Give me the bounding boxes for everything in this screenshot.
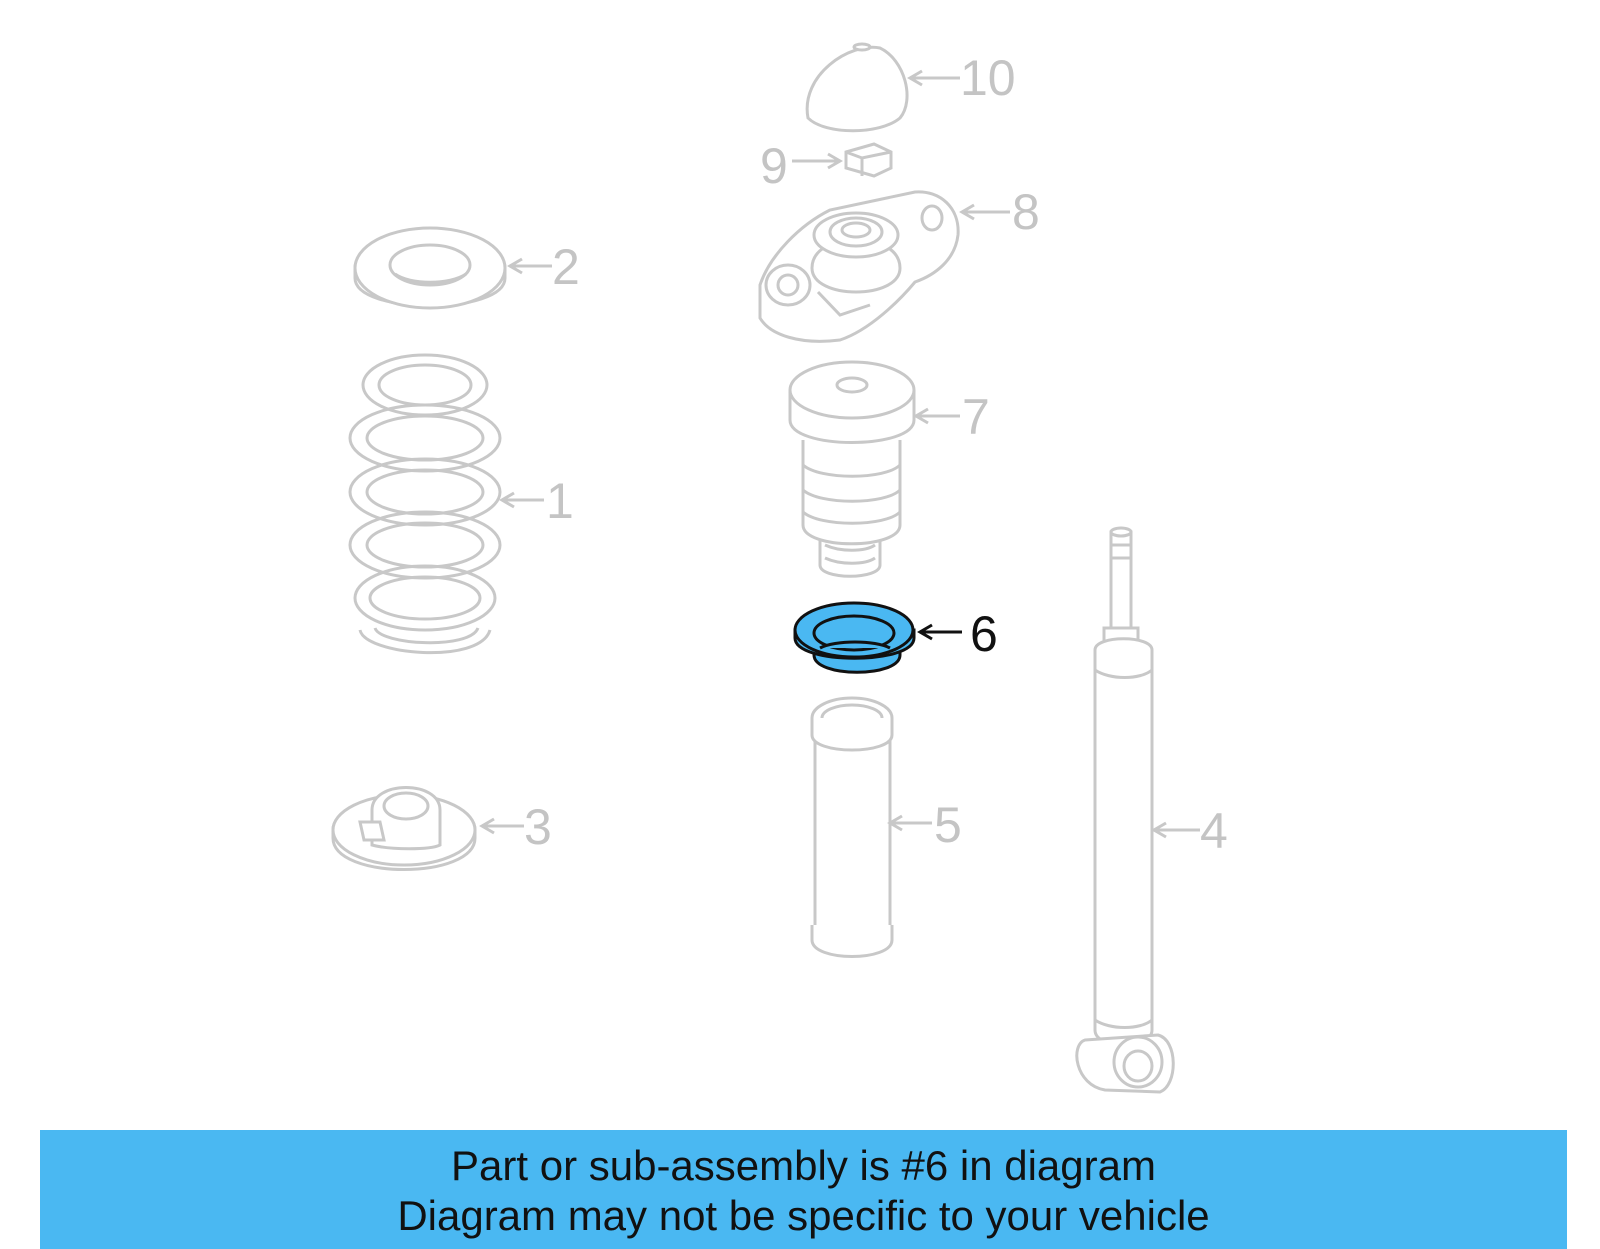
part-4-shock-absorber[interactable] bbox=[1075, 526, 1175, 1094]
info-banner: Part or sub-assembly is #6 in diagram Di… bbox=[40, 1130, 1567, 1249]
callout-7: 7 bbox=[913, 389, 990, 445]
banner-line-part-number: Part or sub-assembly is #6 in diagram bbox=[451, 1142, 1156, 1189]
part-6-bumper-cup[interactable] bbox=[793, 601, 916, 674]
part-7-bump-stop[interactable] bbox=[788, 360, 916, 578]
parts-diagram: 10 9 8 2 bbox=[331, 42, 1228, 1094]
part-1-coil-spring[interactable] bbox=[348, 353, 502, 655]
callout-label-4: 4 bbox=[1200, 803, 1228, 859]
callout-5: 5 bbox=[887, 797, 962, 853]
callout-label-5: 5 bbox=[934, 797, 962, 853]
callout-8: 8 bbox=[959, 184, 1040, 240]
banner-line-disclaimer: Diagram may not be specific to your vehi… bbox=[397, 1192, 1210, 1239]
part-10-dust-cap[interactable] bbox=[805, 42, 909, 133]
callout-1: 1 bbox=[499, 473, 574, 529]
callout-3: 3 bbox=[479, 799, 552, 855]
part-9-nut[interactable] bbox=[844, 142, 893, 178]
callout-2: 2 bbox=[507, 239, 580, 295]
callout-label-9: 9 bbox=[760, 138, 788, 194]
callout-10: 10 bbox=[907, 50, 1016, 106]
callout-label-8: 8 bbox=[1012, 184, 1040, 240]
part-2-upper-spring-seat[interactable] bbox=[353, 226, 507, 310]
part-5-dust-boot[interactable] bbox=[810, 696, 894, 958]
callout-9: 9 bbox=[760, 138, 843, 194]
callout-label-6: 6 bbox=[970, 606, 998, 662]
callout-6: 6 bbox=[917, 606, 998, 662]
part-8-strut-mount[interactable] bbox=[758, 190, 960, 343]
callout-label-2: 2 bbox=[552, 239, 580, 295]
callout-label-7: 7 bbox=[962, 389, 990, 445]
callout-label-3: 3 bbox=[524, 799, 552, 855]
callout-label-10: 10 bbox=[960, 50, 1016, 106]
part-3-lower-spring-seat[interactable] bbox=[331, 786, 477, 871]
callout-label-1: 1 bbox=[546, 473, 574, 529]
callout-4: 4 bbox=[1151, 803, 1228, 859]
